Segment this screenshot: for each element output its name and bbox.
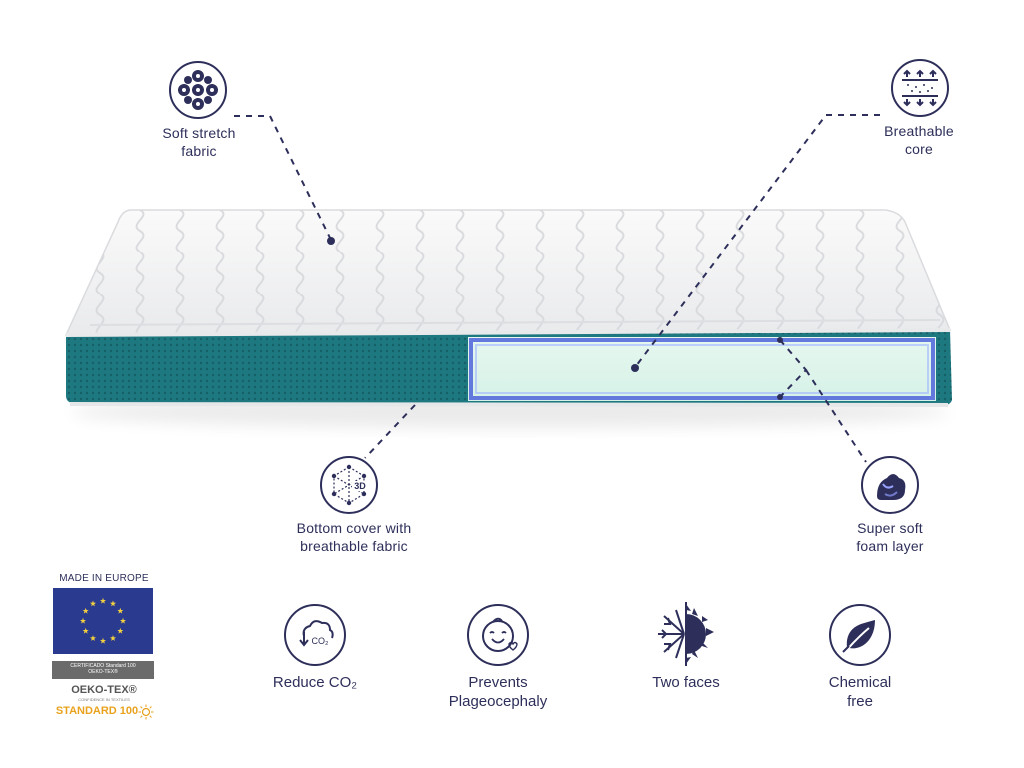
sun-icon [138, 704, 154, 720]
feature-chemical-free: Chemical free [828, 674, 892, 710]
eu-star-icon [99, 637, 107, 644]
feature-two-faces: Two faces [652, 674, 720, 691]
eu-star-icon [99, 597, 107, 604]
callout-breathable-core: Breathable core [884, 123, 954, 157]
made-in-europe-label: MADE IN EUROPE [59, 573, 149, 584]
baby-face-icon [467, 604, 529, 666]
eu-star-icon [117, 627, 124, 634]
fabric-icon [169, 61, 227, 119]
feature-reduce-co2: Reduce CO₂ [272, 674, 358, 691]
eu-star-icon [109, 635, 117, 641]
eu-star-icon [119, 617, 127, 624]
snowflake-sun-icon [658, 602, 714, 666]
callout-super-soft-foam: Super soft foam layer [856, 520, 924, 554]
eu-star-icon [89, 635, 97, 641]
eu-star-icon [109, 600, 117, 607]
eu-star-icon [82, 627, 89, 634]
leaf-icon [829, 604, 891, 666]
soft-foam-icon [861, 456, 919, 514]
callout-soft-stretch-fabric: Soft stretch fabric [162, 125, 236, 159]
eu-flag-icon [53, 588, 153, 654]
callout-dots [327, 237, 783, 400]
eu-star-icon [82, 607, 89, 614]
callout-lines [234, 114, 880, 463]
svg-text:3D: 3D [354, 481, 366, 491]
standard-100-label: STANDARD 100 [55, 705, 139, 717]
eu-star-icon [79, 617, 87, 624]
eu-star-icon [89, 600, 97, 607]
oeko-tex-subtitle: CONFIDENCE IN TEXTILES [78, 697, 130, 702]
breathable-icon [891, 59, 949, 117]
oeko-tex-logo: OEKO-TEX® [71, 684, 137, 696]
feature-plageocephaly: Prevents Plageocephaly [448, 674, 548, 710]
certificado-bar: CERTIFICADO Standard 100 OEKO-TEX® [52, 661, 154, 679]
callout-bottom-cover: Bottom cover with breathable fabric [296, 520, 412, 554]
3d-mesh-icon: 3D [320, 456, 378, 514]
svg-text:CO₂: CO₂ [312, 636, 330, 646]
mattress-core-cutaway [468, 337, 936, 401]
co2-cloud-icon: CO₂ [284, 604, 346, 666]
eu-star-icon [117, 607, 124, 614]
